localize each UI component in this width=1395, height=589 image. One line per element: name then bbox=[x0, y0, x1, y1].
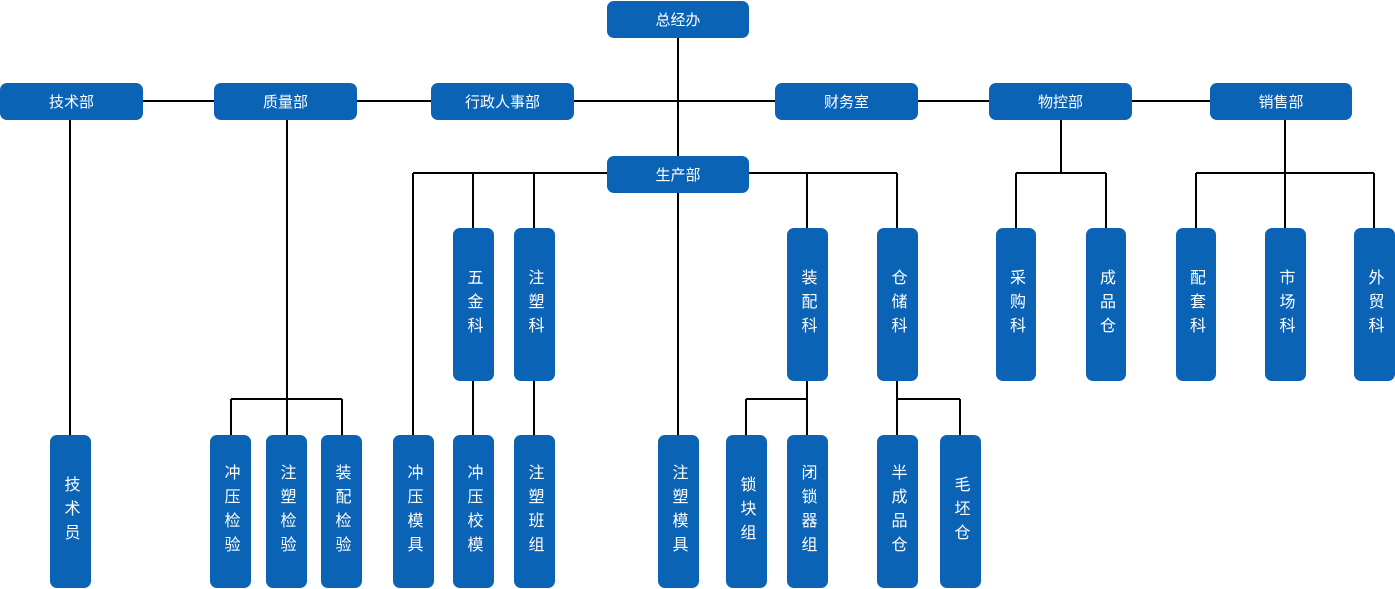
node-assembly-section: 装配科 bbox=[787, 228, 828, 381]
node-hardware-section: 五金科 bbox=[453, 228, 494, 381]
node-matching-section: 配套科 bbox=[1176, 228, 1216, 381]
node-purchase-section: 采购科 bbox=[996, 228, 1036, 381]
node-admin-hr-dept: 行政人事部 bbox=[431, 83, 574, 120]
node-foreign-trade-section: 外贸科 bbox=[1354, 228, 1395, 381]
node-injection-mold: 注塑模具 bbox=[658, 435, 699, 588]
node-sales-dept: 销售部 bbox=[1210, 83, 1352, 120]
node-stamping-calibration: 冲压校模 bbox=[453, 435, 494, 588]
node-stamping-inspection: 冲压检验 bbox=[210, 435, 251, 588]
node-tech-dept: 技术部 bbox=[0, 83, 143, 120]
node-market-section: 市场科 bbox=[1265, 228, 1306, 381]
node-finance-office: 财务室 bbox=[775, 83, 918, 120]
node-injection-shift: 注塑班组 bbox=[514, 435, 555, 588]
node-injection-section: 注塑科 bbox=[514, 228, 555, 381]
node-production-dept: 生产部 bbox=[607, 156, 749, 193]
node-material-control-dept: 物控部 bbox=[989, 83, 1132, 120]
node-blank-store: 毛坯仓 bbox=[940, 435, 981, 588]
node-technician: 技术员 bbox=[50, 435, 91, 588]
node-finished-goods-store: 成品仓 bbox=[1086, 228, 1126, 381]
node-stamping-mold: 冲压模具 bbox=[393, 435, 434, 588]
node-assembly-inspection: 装配检验 bbox=[321, 435, 362, 588]
node-general-office: 总经办 bbox=[607, 1, 749, 38]
node-lock-device-group: 闭锁器组 bbox=[787, 435, 828, 588]
node-warehouse-section: 仓储科 bbox=[877, 228, 918, 381]
node-injection-inspection: 注塑检验 bbox=[266, 435, 307, 588]
node-semi-finished-store: 半成品仓 bbox=[877, 435, 918, 588]
node-lock-block-group: 锁块组 bbox=[726, 435, 767, 588]
node-quality-dept: 质量部 bbox=[214, 83, 357, 120]
